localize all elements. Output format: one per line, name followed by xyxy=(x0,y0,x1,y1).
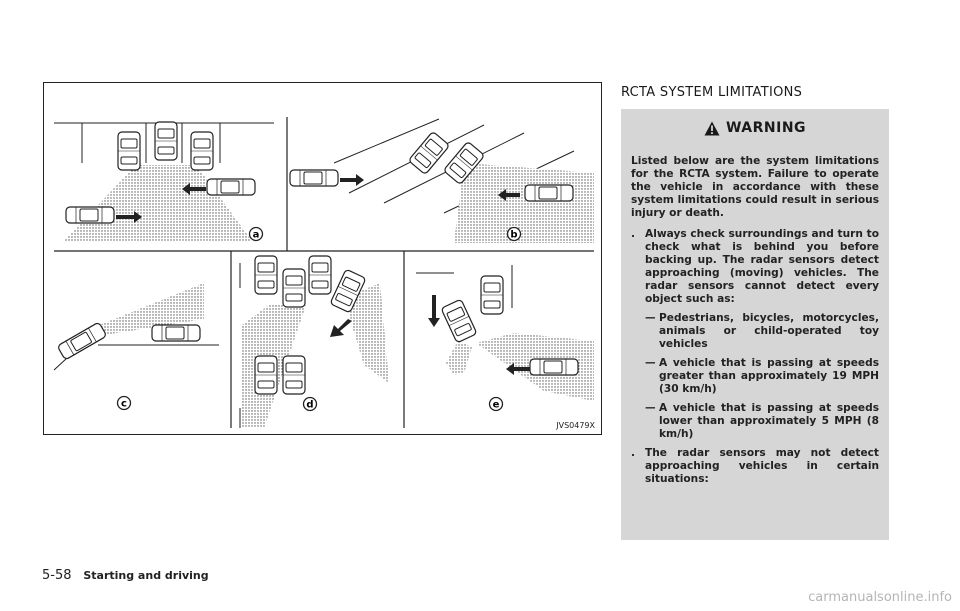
rcta-illustration: a b c d e JVS0479X xyxy=(43,82,602,435)
figure-code: JVS0479X xyxy=(556,421,595,430)
bullet-mark: . xyxy=(631,447,636,459)
sub-bullet-text: Pedestrians, bicycles, motorcycles, anim… xyxy=(659,312,879,350)
bullet-mark: . xyxy=(631,228,636,240)
panel-label-a: a xyxy=(248,226,264,242)
bullet-text: Always check surroundings and turn to ch… xyxy=(645,228,879,305)
panel-c-scene xyxy=(53,283,219,371)
panel-b-scene xyxy=(289,118,594,243)
panel-label-b: b xyxy=(506,226,522,242)
svg-text:d: d xyxy=(306,400,313,411)
sub-bullet-item: — A vehicle that is passing at speeds gr… xyxy=(645,357,879,396)
watermark-link[interactable]: carmanualsonline.info xyxy=(808,590,952,605)
panel-d-scene xyxy=(239,255,389,428)
panel-label-c: c xyxy=(116,395,132,411)
warning-header: WARNING xyxy=(621,109,889,147)
svg-text:e: e xyxy=(493,400,500,411)
rcta-diagram-svg: a b c d e xyxy=(53,117,594,428)
panel-a-scene xyxy=(54,121,274,241)
sub-bullet-text: A vehicle that is passing at speeds lowe… xyxy=(659,402,879,440)
warning-label: WARNING xyxy=(725,120,807,136)
bullet-item: . Always check surroundings and turn to … xyxy=(631,228,879,306)
svg-text:c: c xyxy=(121,399,127,410)
page-footer: 5-58 Starting and driving xyxy=(42,568,209,583)
panel-label-e: e xyxy=(488,396,504,412)
sub-bullet-text: A vehicle that is passing at speeds grea… xyxy=(659,357,879,395)
warning-intro: Listed below are the system limitations … xyxy=(631,155,879,219)
bullet-item: . The radar sensors may not detect appro… xyxy=(631,447,879,486)
panel-e-scene xyxy=(416,265,594,401)
section-title: RCTA SYSTEM LIMITATIONS xyxy=(621,85,803,100)
sub-bullet-item: — Pedestrians, bicycles, motorcycles, an… xyxy=(645,312,879,351)
dash-mark: — xyxy=(645,357,656,369)
warning-triangle-icon xyxy=(704,121,720,135)
bullet-text: The radar sensors may not detect approac… xyxy=(645,447,879,485)
dash-mark: — xyxy=(645,402,656,414)
chapter-name: Starting and driving xyxy=(83,569,209,582)
warning-box: WARNING Listed below are the system limi… xyxy=(621,109,889,540)
svg-text:a: a xyxy=(253,230,260,241)
page-number: 5-58 xyxy=(42,568,72,583)
dash-mark: — xyxy=(645,312,656,324)
svg-text:b: b xyxy=(510,230,517,241)
warning-body: Listed below are the system limitations … xyxy=(631,155,879,492)
sub-bullet-item: — A vehicle that is passing at speeds lo… xyxy=(645,402,879,441)
panel-label-d: d xyxy=(302,396,318,412)
